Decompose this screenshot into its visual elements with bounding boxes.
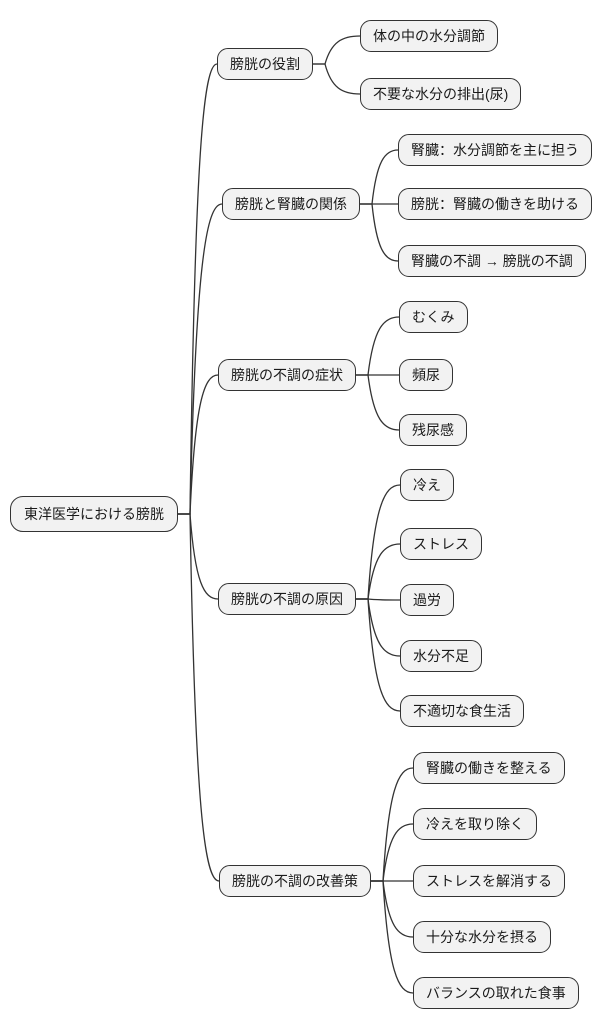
leaf-node: 腎臓の不調 → 膀胱の不調 [398,245,586,277]
leaf-node: 膀胱：腎臓の働きを助ける [398,188,592,220]
leaf-node: 不適切な食生活 [400,695,524,727]
leaf-node: 体の中の水分調節 [360,20,498,52]
branch-node-bladder-role: 膀胱の役割 [217,48,313,80]
leaf-node: ストレスを解消する [413,865,565,897]
leaf-node: むくみ [399,301,468,333]
leaf-node: 冷え [400,469,454,501]
leaf-node: ストレス [400,528,482,560]
leaf-node: 残尿感 [399,414,467,446]
leaf-node: 過労 [400,584,454,616]
leaf-node: バランスの取れた食事 [413,977,579,1009]
leaf-node: 腎臓の働きを整える [413,752,565,784]
branch-node-disorder-causes: 膀胱の不調の原因 [218,583,356,615]
leaf-node: 十分な水分を摂る [413,921,551,953]
leaf-node: 水分不足 [400,640,482,672]
leaf-node: 冷えを取り除く [413,808,537,840]
branch-node-disorder-symptoms: 膀胱の不調の症状 [218,359,356,391]
mindmap-root-node: 東洋医学における膀胱 [10,496,178,532]
branch-node-bladder-kidney-relation: 膀胱と腎臓の関係 [222,188,360,220]
leaf-node: 不要な水分の排出(尿) [360,78,522,110]
leaf-node: 頻尿 [399,359,453,391]
leaf-node: 腎臓：水分調節を主に担う [398,134,592,166]
branch-node-disorder-remedies: 膀胱の不調の改善策 [219,865,371,897]
